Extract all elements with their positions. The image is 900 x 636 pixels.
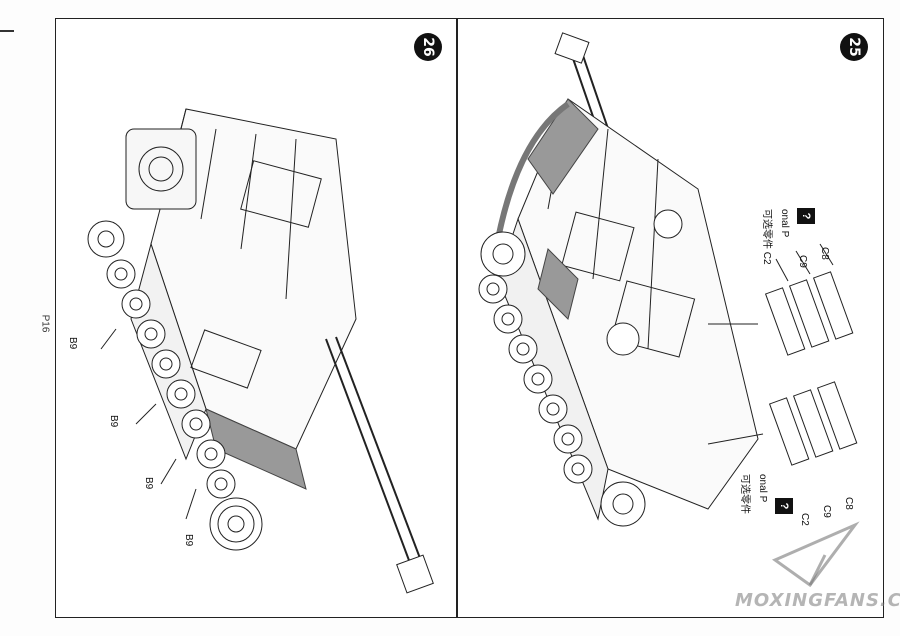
site-watermark: MOXINGFANS.COM bbox=[735, 590, 900, 611]
callout-label: B9 bbox=[183, 534, 194, 547]
optional-part-badge: ? bbox=[775, 498, 793, 514]
optional-part-badge: ? bbox=[797, 208, 815, 224]
callout-label: B9 bbox=[108, 415, 119, 428]
page-number: P16 bbox=[39, 314, 51, 333]
callout-label: B9 bbox=[67, 337, 78, 350]
optional-part-note: onal P bbox=[757, 474, 768, 503]
step-panel-25: 25 bbox=[457, 18, 884, 618]
tank-assembly-drawing-26 bbox=[87, 108, 434, 594]
part-label: C9 bbox=[797, 255, 808, 268]
edge-mark bbox=[0, 30, 14, 32]
optional-part-note-cn: 可选零件 bbox=[739, 474, 750, 514]
optional-part-note-cn: 可选零件 C2 bbox=[761, 209, 772, 265]
step-panel-26: 26 bbox=[55, 18, 457, 618]
part-label: C8 bbox=[843, 497, 854, 510]
part-label: C9 bbox=[821, 505, 832, 518]
tank-assembly-drawing-25 bbox=[478, 32, 858, 527]
part-label: C8 bbox=[819, 247, 830, 260]
optional-part-note: onal P bbox=[779, 209, 790, 238]
paper-plane-logo bbox=[771, 521, 860, 588]
callout-label: B9 bbox=[143, 477, 154, 490]
